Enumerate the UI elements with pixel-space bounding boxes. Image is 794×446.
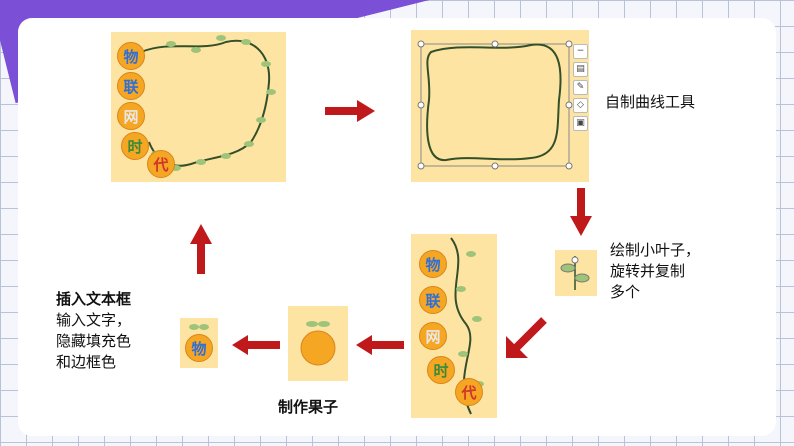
caption-leaves: 绘制小叶子， 旋转并复制 多个 — [610, 240, 700, 303]
arrow-up — [190, 224, 212, 274]
caption-leaves-line1: 绘制小叶子， — [610, 241, 701, 259]
caption-textbox-line3: 和边框色 — [56, 353, 117, 371]
crop-icon[interactable]: ▣ — [573, 116, 588, 131]
textbox-fruit-panel: 物 — [180, 318, 218, 368]
fruit-ball: 物 — [419, 250, 447, 278]
fill-icon[interactable]: ◇ — [573, 98, 588, 113]
caption-textbox: 插入文本框 输入文字， 隐藏填充色 和边框色 — [56, 289, 131, 373]
minus-icon[interactable]: − — [573, 44, 588, 59]
fruit-strip-panel: 物 联 网 时 代 — [411, 234, 497, 418]
arrow-down — [570, 188, 592, 236]
fruit-ball: 时 — [427, 356, 455, 384]
final-frame-panel: 物 联 网 时 代 — [111, 32, 286, 182]
fruit-ball: 物 — [117, 42, 145, 70]
caption-textbox-title: 插入文本框 — [56, 290, 132, 308]
pen-icon[interactable]: ✎ — [573, 80, 588, 95]
arrow-left — [356, 335, 404, 355]
caption-fruit: 制作果子 — [278, 398, 339, 416]
fruit-ball: 联 — [117, 72, 145, 100]
single-fruit-panel — [288, 306, 348, 381]
fruit-ball: 联 — [419, 286, 447, 314]
caption-leaves-line2: 旋转并复制 — [610, 262, 686, 280]
arrow-diagonal — [506, 317, 547, 358]
layout-icon[interactable]: ▤ — [573, 62, 588, 77]
fruit-ball: 物 — [185, 334, 213, 362]
leaf-panel — [555, 250, 597, 296]
caption-textbox-line1: 输入文字， — [56, 311, 132, 329]
fruit-ball: 时 — [121, 132, 149, 160]
fruit-ball: 网 — [419, 322, 447, 350]
leaf-icon — [560, 256, 590, 290]
caption-textbox-line2: 隐藏填充色 — [56, 332, 132, 350]
fruit-ball: 代 — [455, 378, 483, 406]
caption-leaves-line3: 多个 — [610, 283, 641, 301]
caption-curve-tool: 自制曲线工具 — [605, 93, 696, 111]
fruit-ball: 代 — [147, 150, 175, 178]
curve-selection — [417, 40, 573, 170]
arrow-left — [232, 335, 280, 355]
fruit-icon — [189, 324, 209, 330]
fruit-ball: 网 — [117, 102, 145, 130]
curve-tool-panel: − ▤ ✎ ◇ ▣ — [411, 30, 589, 182]
arrow-right — [325, 100, 375, 122]
fruit-icon — [300, 321, 336, 366]
